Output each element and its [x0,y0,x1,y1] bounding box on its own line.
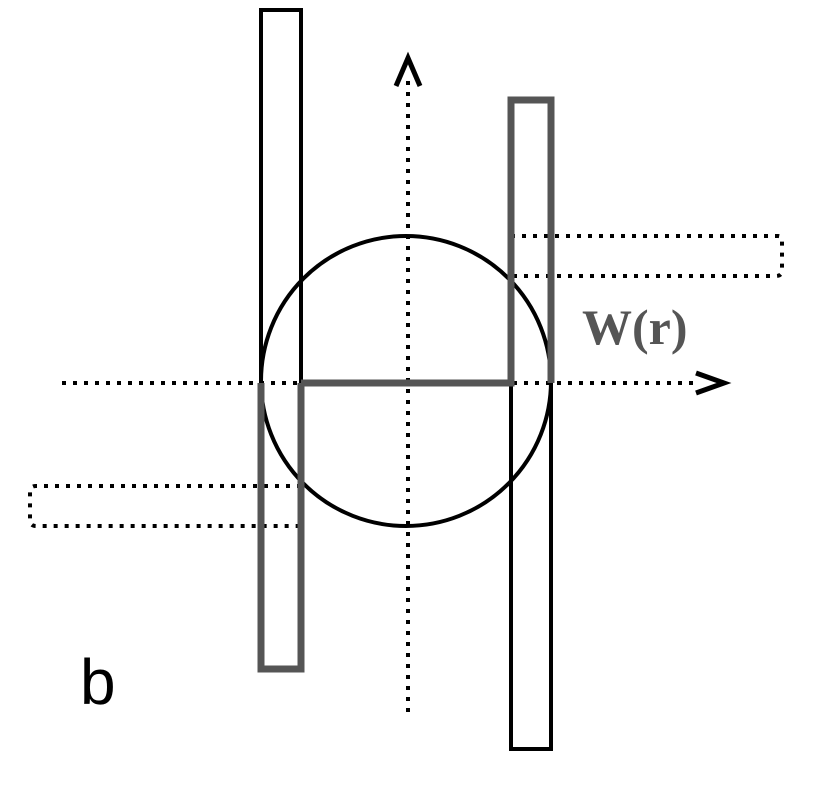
vertical-axis-arrowhead [393,51,423,87]
right-bar-outline [509,383,553,751]
horizontal-axis-arrowhead [695,370,732,396]
step-path [257,96,555,673]
left-dotted-rectangle [28,484,301,528]
function-label: W(r) [582,299,688,355]
left-bar-outline [259,8,303,383]
panel-label: b [80,646,116,718]
right-dotted-rectangle [511,234,784,278]
